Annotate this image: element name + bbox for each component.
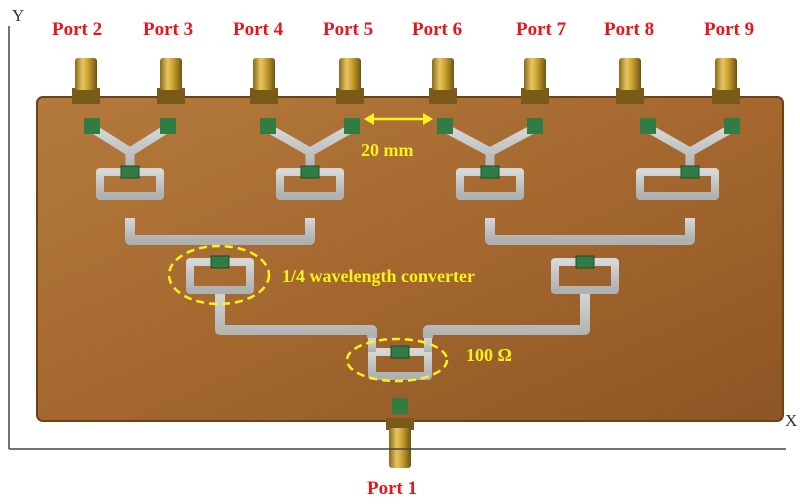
highlight-ellipses [167, 244, 449, 383]
sma-connector-port-1 [386, 418, 414, 468]
sma-connectors [72, 58, 740, 468]
resistor-ellipse [345, 337, 449, 383]
sma-connector-port-5 [336, 58, 364, 104]
pcb-substrate [37, 97, 783, 421]
port-5-label: Port 5 [323, 19, 374, 40]
port-1-label: Port 1 [367, 478, 418, 499]
port-2-label: Port 2 [52, 19, 103, 40]
sma-connector-port-7 [521, 58, 549, 104]
port-6-label: Port 6 [412, 19, 463, 40]
sma-connector-port-9 [712, 58, 740, 104]
converter-annotation: 1/4 wavelength converter [282, 266, 475, 286]
port-8-label: Port 8 [604, 19, 655, 40]
port-9-label: Port 9 [704, 19, 755, 40]
y-axis-label: Y [12, 6, 25, 25]
sma-connector-port-3 [157, 58, 185, 104]
isolation-resistors [120, 165, 700, 359]
spacing-annotation: 20 mm [361, 140, 414, 160]
port-3-label: Port 3 [143, 19, 194, 40]
sma-connector-port-6 [429, 58, 457, 104]
port-7-label: Port 7 [516, 19, 567, 40]
sma-connector-port-4 [250, 58, 278, 104]
coordinate-axes [8, 26, 786, 450]
connector-pads [84, 118, 740, 414]
port-4-label: Port 4 [233, 19, 284, 40]
resistor-annotation: 100 Ω [466, 345, 512, 365]
sma-connector-port-8 [616, 58, 644, 104]
sma-connector-port-2 [72, 58, 100, 104]
dimension-arrow [364, 113, 433, 125]
converter-ellipse [167, 244, 271, 306]
x-axis-label: X [785, 411, 798, 430]
